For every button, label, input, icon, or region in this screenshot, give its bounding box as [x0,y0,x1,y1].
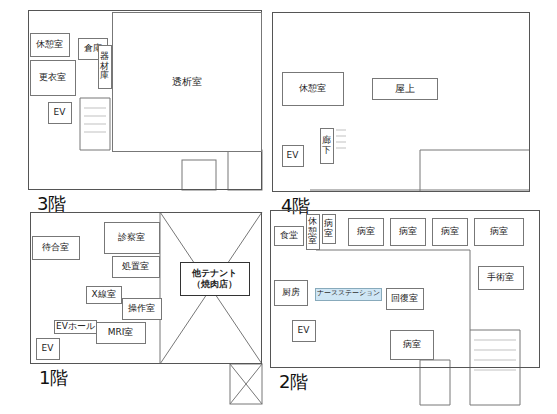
room-box: 待合室 [32,236,80,260]
room-label: 病室 [441,226,459,236]
room-label: 透析室 [172,76,202,88]
room-label: 食堂 [280,230,298,240]
floor-label: 1階 [39,366,68,390]
room-label: EV [287,150,299,160]
floor-outline: 3階休憩室倉庫更衣室器材庫透析室EV [28,10,262,190]
room-box: 操作室 [122,298,162,320]
room-box: 病室 [390,330,434,360]
void-cross [160,212,262,364]
room-label: 診察室 [118,232,145,242]
room-box: X線室 [86,286,122,304]
floor-outline: 2階食堂休憩室病室病室病室病室病室厨房ナースステーション回復室手術室病室EV [270,210,540,368]
room-label: 病室 [490,226,508,236]
room-box: 病室 [348,218,384,246]
room-label: 処置室 [122,261,149,271]
room-box: 回復室 [386,288,424,310]
room-box: 厨房 [274,280,308,306]
nurse-station: ナースステーション [315,288,382,301]
room-box: 屋上 [372,78,438,100]
room-box: 休憩室 [306,214,320,250]
room-label: 病室 [357,226,375,236]
room-box: 病室 [474,218,524,246]
room-label: ナースステーション [317,290,380,297]
room-box: MRI室 [96,322,146,344]
room-label: 手術室 [487,272,514,282]
floor-outline: 1階待合室診察室処置室X線室操作室MRI室EVホールEV他テナント （焼肉店） [30,212,262,364]
room-box: 透析室 [112,12,262,152]
room-label: MRI室 [108,327,134,337]
room-label: 病室 [324,219,333,239]
room-label: 屋上 [395,83,415,95]
room-label: EV [54,107,66,117]
room-label: 器材庫 [100,52,109,82]
room-label: 厨房 [282,287,300,297]
tenant-box: 他テナント （焼肉店） [180,262,250,296]
void-cross [160,212,262,364]
room-box: 更衣室 [30,60,76,96]
room-box: 手術室 [478,266,524,290]
room-box: 病室 [322,214,336,244]
room-label: X線室 [91,289,115,299]
room-label: EV [298,325,310,335]
room-box: 処置室 [112,256,160,278]
room-box: 病室 [390,218,426,246]
room-box: 食堂 [274,226,304,246]
room-box: 休憩室 [282,72,344,106]
room-box: 病室 [432,218,468,246]
room-label: 待合室 [42,242,69,252]
floor-label: 2階 [279,370,308,394]
room-label: 病室 [399,226,417,236]
room-box: 診察室 [104,222,160,254]
room-label: 病室 [403,339,421,349]
room-label: 他テナント （焼肉店） [190,268,240,289]
room-box: EV [292,320,316,342]
room-label: 休憩室 [36,39,63,49]
room-box: 器材庫 [98,45,112,89]
floor-outline: 4階休憩室屋上EV廊下 [272,12,530,192]
room-label: EVホール [56,321,95,331]
room-box: EV [282,145,304,167]
room-label: 廊下 [322,136,331,156]
room-label: 操作室 [128,303,155,313]
room-label: 休憩室 [308,217,317,247]
room-box: EV [48,102,72,124]
room-box: EV [36,338,60,360]
room-box: 休憩室 [30,33,70,57]
room-label: 休憩室 [299,83,326,93]
room-box: EVホール [54,320,97,334]
room-label: 回復室 [391,293,418,303]
room-label: EV [42,343,54,353]
room-label: 更衣室 [39,72,66,82]
room-box: 廊下 [320,128,334,164]
annex-box [230,364,262,404]
